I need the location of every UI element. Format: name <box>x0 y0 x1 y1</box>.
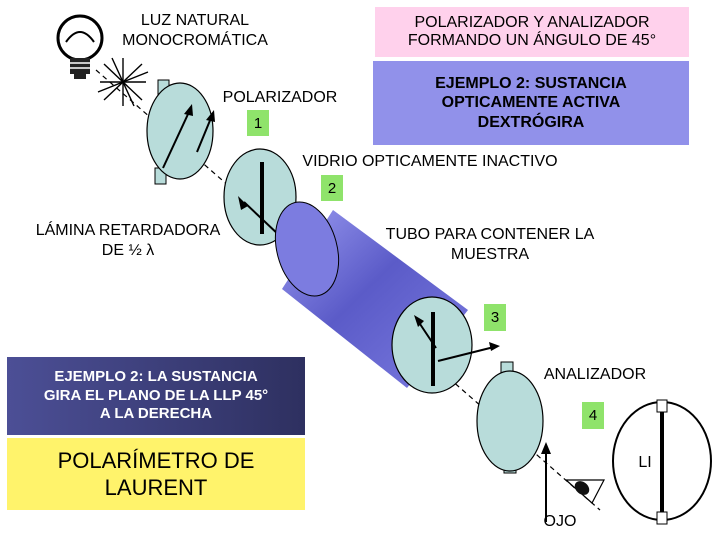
rotation-box-line-1: EJEMPLO 2: LA SUSTANCIA <box>54 367 258 385</box>
tube-label-line-2: MUESTRA <box>450 245 530 263</box>
angle-box-line-2: FORMANDO UN ÁNGULO DE 45° <box>407 32 657 49</box>
example-box: EJEMPLO 2: SUSTANCIA OPTICAMENTE ACTIVA … <box>373 61 689 145</box>
eye-label: OJO <box>543 513 577 530</box>
tube-number-badge: 3 <box>484 304 506 331</box>
plate-label-line-1: LÁMINA RETARDADORA <box>35 222 221 239</box>
tube-label-line-1: TUBO PARA CONTENER LA <box>385 226 595 243</box>
glass-label: VIDRIO OPTICAMENTE INACTIVO <box>302 153 558 170</box>
eye-icon <box>564 479 605 504</box>
analyzer-label: ANALIZADOR <box>543 366 647 383</box>
sample-tube <box>274 201 500 394</box>
glass-number-badge: 2 <box>321 175 343 201</box>
light-label-line-2: MONOCROMÁTICA <box>122 31 268 49</box>
analyzer-disc <box>476 361 551 522</box>
analyzer-number-badge: 4 <box>582 402 604 429</box>
angle-box-line-1: POLARIZADOR Y ANALIZADOR <box>414 14 650 31</box>
polarizer-label: POLARIZADOR <box>222 89 338 106</box>
polarizer-disc <box>146 79 215 185</box>
rotation-box-line-3: A LA DERECHA <box>99 405 213 423</box>
rotation-box: EJEMPLO 2: LA SUSTANCIA GIRA EL PLANO DE… <box>7 357 305 435</box>
instrument-title-line-2: LAURENT <box>104 475 208 500</box>
tube-label: TUBO PARA CONTENER LA MUESTRA <box>360 225 620 264</box>
instrument-title-box: POLARÍMETRO DE LAURENT <box>7 438 305 510</box>
retarder-plate-label: LÁMINA RETARDADORA DE ½ λ <box>18 221 238 260</box>
light-bulb-icon <box>56 14 104 79</box>
field-view-label: LI <box>638 454 652 471</box>
example-box-line-3: DEXTRÓGIRA <box>477 113 585 131</box>
light-label-line-1: LUZ NATURAL <box>140 12 250 29</box>
unpolarized-light-icon <box>97 57 149 107</box>
plate-label-line-2: DE ½ λ <box>101 241 155 259</box>
rotation-box-line-2: GIRA EL PLANO DE LA LLP 45° <box>43 386 269 404</box>
polarizer-number-badge: 1 <box>247 110 269 136</box>
half-shade-field-view <box>612 399 712 525</box>
instrument-title-line-1: POLARÍMETRO DE <box>57 447 255 473</box>
example-box-line-2: OPTICAMENTE ACTIVA <box>441 94 621 112</box>
angle-box: POLARIZADOR Y ANALIZADOR FORMANDO UN ÁNG… <box>375 7 689 57</box>
example-box-line-1: EJEMPLO 2: SUSTANCIA <box>435 75 627 93</box>
light-source-label: LUZ NATURAL MONOCROMÁTICA <box>100 11 290 50</box>
